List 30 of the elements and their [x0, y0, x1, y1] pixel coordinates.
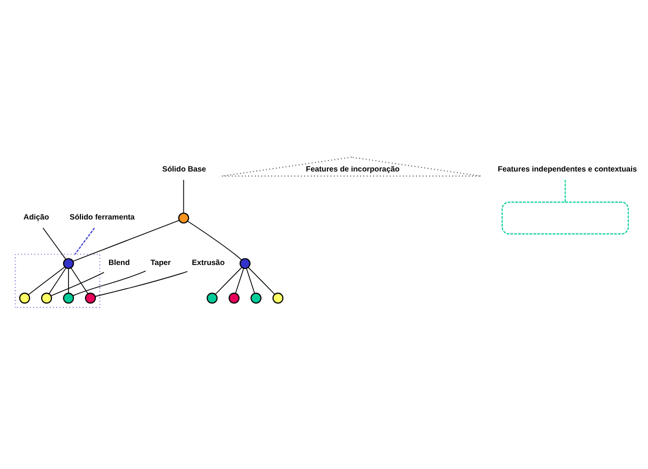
connector	[235, 268, 244, 294]
connector	[74, 228, 95, 255]
connector	[246, 268, 255, 294]
connector	[50, 272, 104, 296]
node-circle	[250, 292, 262, 304]
connector	[72, 220, 180, 262]
node-circle	[178, 212, 190, 224]
node-circle	[63, 258, 74, 270]
connector	[42, 228, 66, 260]
node-circle	[84, 292, 96, 304]
connector	[187, 220, 242, 260]
connector	[564, 180, 566, 202]
cluster	[14, 254, 100, 308]
connector	[28, 266, 66, 296]
connector	[94, 271, 188, 297]
connector	[72, 270, 146, 296]
connector	[48, 268, 66, 294]
node-circle	[63, 292, 74, 304]
connector	[248, 267, 276, 295]
connector	[68, 268, 69, 294]
node-circle	[228, 292, 240, 304]
connector	[215, 267, 242, 295]
node-circle	[272, 292, 284, 304]
connector	[70, 268, 88, 294]
node-circle	[19, 292, 30, 304]
node-circle	[41, 292, 52, 304]
node-circle	[206, 292, 218, 304]
node-circle	[240, 258, 251, 270]
connector	[183, 179, 184, 214]
node-box	[502, 202, 629, 234]
